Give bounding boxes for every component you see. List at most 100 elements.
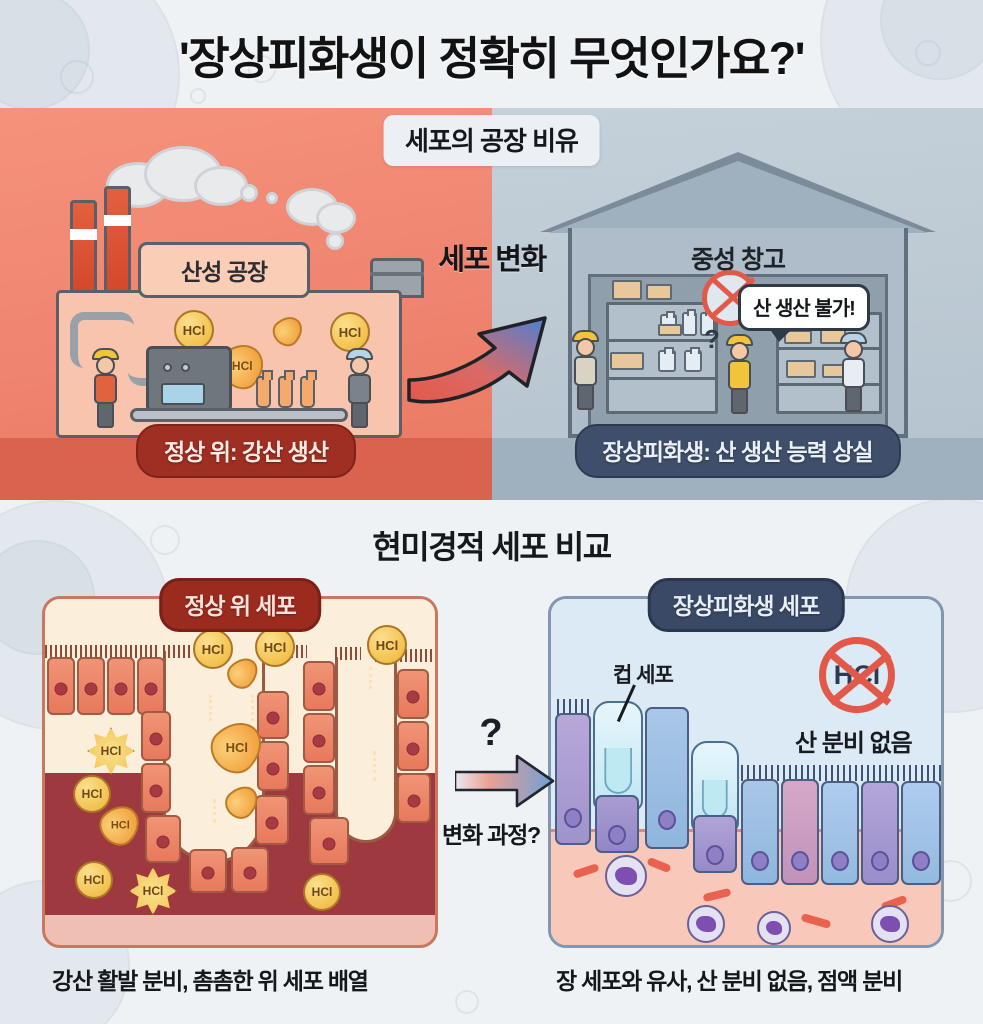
gastric-cell <box>137 657 165 715</box>
machine-indicator <box>181 363 190 372</box>
parietal-cell <box>141 711 171 761</box>
parietal-cell <box>141 763 171 813</box>
speech-bubble: 산 생산 불가! <box>738 284 870 342</box>
factory-illustration: 산성 공장 HCl HCl HCl <box>34 146 444 438</box>
immune-cell <box>757 911 791 945</box>
page-title: '장상피화생이 정확히 무엇인가요?' <box>179 32 806 84</box>
storage-box <box>610 352 644 370</box>
pipe <box>70 312 134 368</box>
worker-body <box>348 374 371 404</box>
smoke-puff <box>316 202 356 234</box>
warehouse-manager <box>840 330 868 416</box>
worker-legs <box>97 402 114 428</box>
storage-jar <box>658 347 676 372</box>
storage-box <box>658 324 682 336</box>
parietal-cell <box>309 817 349 865</box>
normal-cell-note: 강산 활발 분비, 촘촘한 위 세포 배열 <box>52 968 369 994</box>
machine-screen <box>161 383 205 405</box>
warehouse-title: 중성 창고 <box>691 246 786 274</box>
microvilli <box>335 647 361 660</box>
transition-question-mark: ? <box>479 712 503 754</box>
worker-body <box>94 374 117 404</box>
metaplasia-caption: 장상피화생: 산 생산 능력 상실 <box>574 424 901 478</box>
fume-squiggle <box>369 667 372 689</box>
acid-bottle <box>300 370 317 408</box>
worker-body <box>842 358 865 388</box>
parietal-cell <box>145 815 181 863</box>
hcl-badge: HCl <box>75 861 113 899</box>
parietal-cell <box>397 773 431 823</box>
factory-sign-label: 산성 공장 <box>180 259 268 285</box>
no-acid-icon: HCl <box>819 637 895 713</box>
goblet-cell-label: 컵 세포 <box>613 664 674 687</box>
hcl-badge: HCl <box>330 312 370 352</box>
intestinal-cell <box>595 795 639 853</box>
parietal-cell <box>303 713 335 763</box>
hcl-badge: HCl <box>73 775 111 813</box>
neutral-warehouse-half: 중성 창고 <box>492 108 983 500</box>
fume-squiggle <box>209 695 212 721</box>
no-acid-text: 산 분비 없음 <box>795 730 913 757</box>
microvilli <box>163 645 191 658</box>
hcl-badge: HCl <box>193 629 233 669</box>
microvilli <box>45 645 157 658</box>
chimney <box>70 200 97 298</box>
normal-cell-pill: 정상 위 세포 <box>159 578 321 632</box>
parietal-cell <box>255 795 289 845</box>
storage-box <box>786 360 816 378</box>
metaplastic-cell-pill: 장상피화생 세포 <box>647 578 845 632</box>
warehouse-roof-inner <box>548 161 928 233</box>
acid-factory-half: 산성 공장 HCl HCl HCl <box>0 108 492 500</box>
metaplastic-cell-note: 장 세포와 유사, 산 분비 없음, 점액 분비 <box>556 968 903 994</box>
brush-border <box>557 699 593 715</box>
mucin-vacuole <box>701 779 729 819</box>
intestinal-cell <box>645 707 689 849</box>
storage-box <box>612 280 642 300</box>
parietal-cell <box>257 741 289 791</box>
immune-cell <box>687 905 725 943</box>
microscopic-comparison-section: 현미경적 세포 비교 <box>0 500 983 1024</box>
parietal-cell <box>189 849 227 893</box>
chimney <box>104 186 131 298</box>
parietal-cell <box>397 669 429 719</box>
worker-legs <box>351 402 368 428</box>
factory-metaphor-panel: 산성 공장 HCl HCl HCl <box>0 108 983 500</box>
gastric-cell <box>47 657 75 715</box>
confusion-question-mark: ? <box>704 324 720 354</box>
intestinal-cell <box>741 779 779 885</box>
worker-head <box>730 342 749 361</box>
parietal-cell <box>231 847 269 893</box>
warehouse-illustration: 중성 창고 <box>540 152 936 438</box>
mucin-vacuole <box>604 747 632 795</box>
normal-gastric-cell-card: HCl HCl HCl HCl HCl HCl <box>42 596 438 948</box>
worker-legs <box>731 388 748 414</box>
metaplastic-cell-card: 컵 세포 HCl 산 분비 없음 <box>548 596 944 948</box>
muscularis-layer <box>45 915 435 945</box>
worker-legs <box>577 384 594 410</box>
intestinal-cell <box>901 781 941 885</box>
hcl-badge: HCl <box>255 627 295 667</box>
gastric-cell <box>107 657 135 715</box>
smoke-puff <box>266 192 278 204</box>
hcl-badge: HCl <box>303 873 341 911</box>
hcl-badge: HCl <box>174 310 214 350</box>
intestinal-cell <box>861 781 899 885</box>
parietal-cell <box>397 721 429 771</box>
warehouse-worker <box>726 332 754 418</box>
immune-cell <box>605 855 647 897</box>
fume-squiggle <box>251 695 254 721</box>
gastric-cell <box>77 657 105 715</box>
fume-squiggle <box>213 799 216 823</box>
parietal-cell <box>303 765 335 815</box>
immune-cell <box>871 905 909 943</box>
acid-bottle <box>278 370 295 408</box>
worker-head <box>96 356 115 375</box>
intestinal-cell <box>781 779 819 885</box>
parietal-cell <box>257 691 289 739</box>
storage-box <box>646 284 672 300</box>
factory-worker <box>346 346 374 430</box>
hcl-badge: HCl <box>367 625 407 665</box>
intestinal-cell <box>555 713 591 845</box>
factory-worker <box>92 346 120 430</box>
